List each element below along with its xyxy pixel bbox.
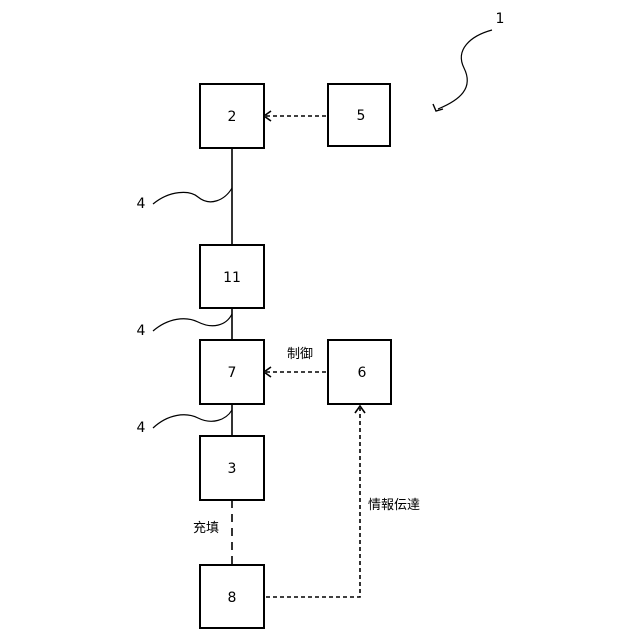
information-arrow-8-to-6	[266, 408, 360, 597]
block-2: 2	[200, 84, 264, 148]
block-2-label: 2	[228, 109, 237, 125]
block-3: 3	[200, 436, 264, 500]
block-6-label: 6	[358, 365, 367, 381]
pipe-label-middle: 4	[137, 323, 146, 339]
reference-numeral-1-leader	[438, 30, 492, 109]
block-6: 6	[328, 340, 391, 404]
block-5: 5	[328, 84, 390, 146]
block-5-label: 5	[357, 108, 366, 124]
pipe-label-middle-leader	[153, 314, 232, 331]
pipe-label-upper: 4	[137, 196, 146, 212]
block-11: 11	[200, 245, 264, 308]
block-3-label: 3	[228, 461, 237, 477]
pipe-label-upper-leader	[153, 188, 232, 204]
filling-label: 充填	[193, 520, 219, 536]
reference-numeral-1: 1	[496, 11, 505, 27]
block-8: 8	[200, 565, 264, 628]
block-8-label: 8	[228, 590, 237, 606]
pipe-label-lower: 4	[137, 420, 146, 436]
block-7-label: 7	[228, 365, 237, 381]
pipe-label-lower-leader	[153, 410, 232, 428]
block-11-label: 11	[223, 270, 241, 286]
information-label: 情報伝達	[368, 498, 420, 513]
control-label: 制御	[287, 347, 313, 362]
block-7: 7	[200, 340, 264, 404]
